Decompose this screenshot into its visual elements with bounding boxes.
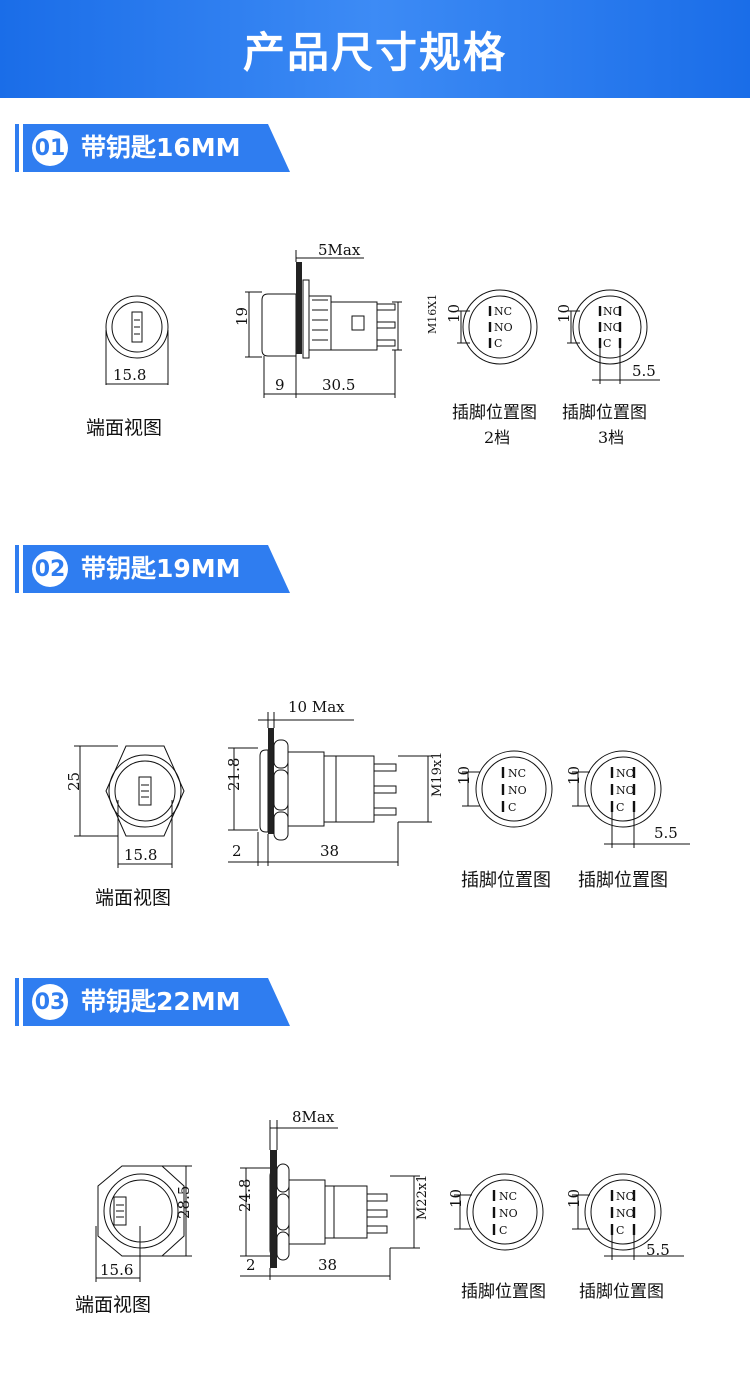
- pin-label: C: [603, 337, 611, 350]
- pin-subcaption: 3档: [598, 428, 624, 447]
- page-banner: 产品尺寸规格: [0, 0, 750, 98]
- dim-label: 10: [447, 1189, 465, 1208]
- end-view-16: 15.8 端面视图: [86, 295, 169, 439]
- section-1-drawing: 15.8 端面视图 19 M16X1 5Max 9 30.5: [86, 241, 660, 447]
- dim-label: 2: [232, 842, 242, 860]
- pin-label: C: [616, 801, 624, 814]
- pin-caption: 插脚位置图: [452, 403, 537, 423]
- pin-label: NO: [494, 321, 513, 334]
- dim-label: 5.5: [654, 824, 678, 842]
- pin-label: NC: [603, 305, 621, 318]
- pin-diagram-3pos: NC NO C 10 5.5 插脚位置图 3档: [555, 289, 660, 447]
- section-header-2: 02 带钥匙19MM: [15, 545, 290, 593]
- end-view-caption: 端面视图: [95, 887, 171, 909]
- pin-caption: 插脚位置图: [461, 1282, 546, 1302]
- section-accent-bar: [15, 978, 19, 1026]
- pin-label: NO: [499, 1207, 518, 1220]
- section-title: 带钥匙19MM: [81, 554, 241, 583]
- side-view-19: 21.8 M19x1 10 Max 2 38: [225, 698, 445, 866]
- pin-diagram-2pos: NC NO C 10 插脚位置图: [455, 750, 553, 891]
- dim-label: 21.8: [225, 758, 243, 791]
- dim-label: 5.5: [646, 1241, 670, 1259]
- pin-label: NC: [616, 1190, 634, 1203]
- dim-label: 38: [320, 842, 339, 860]
- pin-label: NO: [616, 784, 635, 797]
- section-header-3: 03 带钥匙22MM: [15, 978, 290, 1026]
- pin-label: NO: [603, 321, 622, 334]
- dim-label: 10 Max: [288, 698, 345, 716]
- side-view-16: 19 M16X1 5Max 9 30.5: [233, 241, 439, 398]
- dim-label: 30.5: [322, 376, 355, 394]
- pin-label: NO: [616, 1207, 635, 1220]
- pin-caption: 插脚位置图: [579, 1282, 664, 1302]
- section-title: 带钥匙16MM: [81, 133, 241, 162]
- dim-label: 10: [445, 304, 463, 323]
- pin-subcaption: 2档: [484, 428, 510, 447]
- pin-label: C: [616, 1224, 624, 1237]
- page-title: 产品尺寸规格: [242, 27, 507, 77]
- pin-label: NO: [508, 784, 527, 797]
- pin-label: NC: [616, 767, 634, 780]
- pin-label: C: [499, 1224, 507, 1237]
- pin-caption: 插脚位置图: [578, 870, 668, 891]
- pin-label: C: [508, 801, 516, 814]
- dim-label: 8Max: [292, 1108, 335, 1126]
- section-accent-bar: [15, 545, 19, 593]
- pin-diagram-3pos: NC NO C 10 5.5 插脚位置图: [565, 750, 690, 891]
- thread-label: M19x1: [430, 752, 445, 797]
- section-title: 带钥匙22MM: [81, 987, 241, 1016]
- dim-label: 10: [555, 304, 573, 323]
- pin-label: C: [494, 337, 502, 350]
- section-number: 01: [32, 130, 68, 166]
- section-2-drawing: 25 15.8 端面视图 21.8 M19x1 10 Max 2: [65, 698, 690, 909]
- pin-diagram-2pos: NC NO C 10 插脚位置图 2档: [445, 289, 538, 447]
- pin-caption: 插脚位置图: [461, 870, 551, 891]
- pin-caption: 插脚位置图: [562, 403, 647, 423]
- section-accent-bar: [15, 124, 19, 172]
- dim-label: 15.6: [100, 1261, 133, 1279]
- section-3-drawing: 28.5 15.6 端面视图 24.8 M22x1 8Max 2 38: [75, 1108, 684, 1316]
- section-number: 02: [32, 551, 68, 587]
- dim-label: 28.5: [175, 1186, 193, 1219]
- pin-diagram-3pos: NC NO C 10 5.5 插脚位置图: [565, 1173, 684, 1302]
- dim-label: 15.8: [124, 846, 157, 864]
- dim-label: 5.5: [632, 362, 656, 380]
- dim-label: 5Max: [318, 241, 361, 259]
- dim-label: 38: [318, 1256, 337, 1274]
- end-view-22: 28.5 15.6 端面视图: [75, 1165, 193, 1316]
- end-view-caption: 端面视图: [75, 1294, 151, 1316]
- thread-label: M22x1: [415, 1175, 430, 1220]
- dim-label: 19: [233, 307, 251, 326]
- dim-label: 2: [246, 1256, 256, 1274]
- dim-label: 10: [455, 766, 473, 785]
- dim-label: 10: [565, 766, 583, 785]
- end-view-caption: 端面视图: [86, 417, 162, 439]
- dim-label: 15.8: [113, 366, 146, 384]
- dim-label: 9: [275, 376, 285, 394]
- dim-label: 24.8: [236, 1179, 254, 1212]
- section-header-1: 01 带钥匙16MM: [15, 124, 290, 172]
- pin-label: NC: [494, 305, 512, 318]
- section-number: 03: [32, 984, 68, 1020]
- side-view-22: 24.8 M22x1 8Max 2 38: [236, 1108, 430, 1280]
- pin-label: NC: [508, 767, 526, 780]
- dim-label: 10: [565, 1189, 583, 1208]
- dim-label: 25: [65, 772, 83, 791]
- pin-label: NC: [499, 1190, 517, 1203]
- thread-label: M16X1: [426, 294, 439, 334]
- pin-diagram-2pos: NC NO C 10 插脚位置图: [447, 1173, 546, 1302]
- end-view-19: 25 15.8 端面视图: [65, 745, 185, 909]
